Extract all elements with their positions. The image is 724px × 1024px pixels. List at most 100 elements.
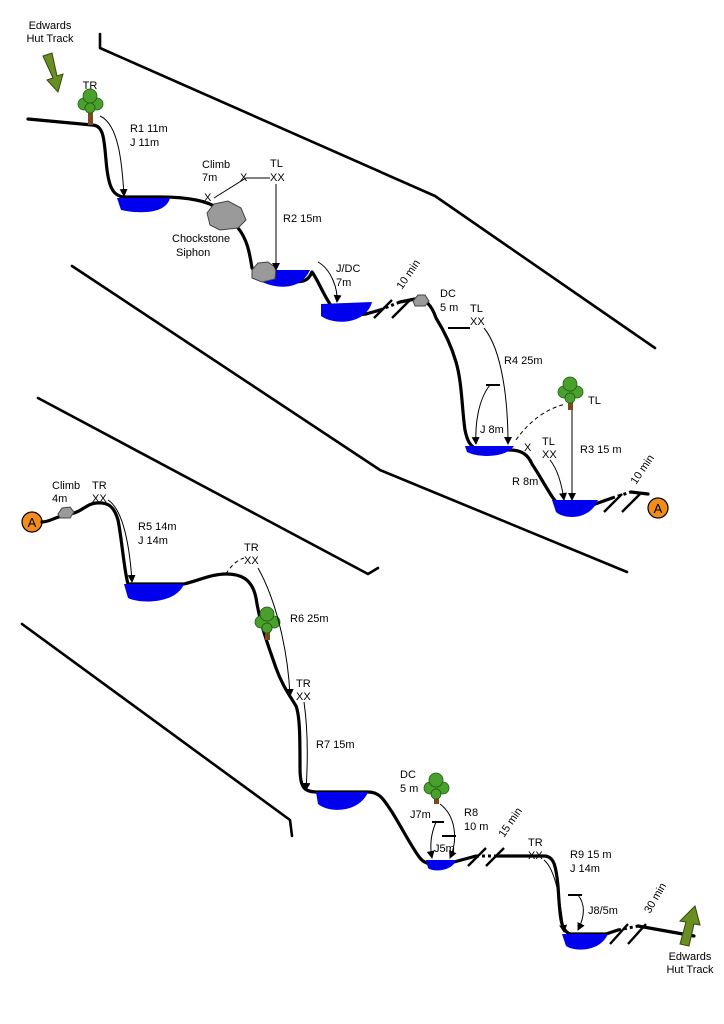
x-anchor-label: X bbox=[204, 192, 212, 204]
rock bbox=[412, 294, 430, 307]
j5-label: J 14m bbox=[138, 535, 168, 547]
rappel-arrow bbox=[483, 327, 512, 445]
start-label-line1: Edwards bbox=[29, 20, 72, 32]
pool bbox=[316, 792, 368, 810]
tl-label: TL bbox=[542, 436, 555, 448]
rappel-arrow bbox=[302, 701, 311, 791]
tl-label: TL bbox=[270, 158, 283, 170]
r2-label: R2 15m bbox=[283, 213, 322, 225]
r7-label: R7 15m bbox=[316, 739, 355, 751]
pool bbox=[321, 302, 372, 322]
finish-arrow-icon bbox=[678, 905, 701, 947]
pool bbox=[117, 198, 170, 213]
j9-label: J 14m bbox=[570, 863, 600, 875]
r5-label: R5 14m bbox=[138, 521, 177, 533]
pool bbox=[552, 500, 598, 517]
r9-label: R9 15 m bbox=[570, 849, 612, 861]
pool bbox=[465, 446, 514, 456]
tl-anchor-label: XX bbox=[270, 172, 285, 184]
climb-label: Climb bbox=[52, 480, 80, 492]
climb-height-label: 4m bbox=[52, 493, 67, 505]
tree-icon bbox=[77, 88, 104, 125]
dc-height-label: 5 m bbox=[400, 783, 418, 795]
walk-time-label: 10 min bbox=[395, 258, 423, 292]
canyon-wall bbox=[70, 264, 629, 574]
break-mark bbox=[621, 493, 641, 513]
break-mark bbox=[627, 923, 647, 945]
chockstone-label: Chockstone bbox=[172, 233, 230, 245]
walk-time-label: 15 min bbox=[497, 806, 525, 840]
siphon-label: Siphon bbox=[176, 247, 210, 259]
tr-label: TR bbox=[244, 542, 259, 554]
break-mark bbox=[391, 299, 411, 319]
rappel-arrow bbox=[543, 859, 568, 933]
walk-time-label: 30 min bbox=[642, 881, 669, 916]
tr-anchor-label: XX bbox=[296, 691, 311, 703]
walk-dots bbox=[617, 924, 639, 932]
r8-height-label: 10 m bbox=[464, 821, 488, 833]
climb-label: Climb bbox=[202, 159, 230, 171]
tr-label: TR bbox=[528, 837, 543, 849]
handline bbox=[213, 177, 270, 199]
r4-label: R4 25m bbox=[504, 355, 543, 367]
rappel-arrow bbox=[99, 115, 128, 197]
tl-anchor-label: XX bbox=[470, 316, 485, 328]
rappel-arrow bbox=[549, 459, 567, 501]
pool bbox=[426, 860, 456, 871]
j8-label: J 8m bbox=[480, 424, 504, 436]
rappel-arrow bbox=[257, 567, 294, 697]
j1-label: J 11m bbox=[130, 137, 159, 149]
finish-label-line1: Edwards bbox=[669, 951, 712, 963]
traverse-line bbox=[225, 557, 245, 575]
r1-label: R1 11m bbox=[130, 123, 168, 135]
tr-anchor-label: XX bbox=[92, 493, 107, 505]
marker-a-start: A bbox=[21, 511, 43, 533]
canyon-wall bbox=[20, 622, 294, 838]
tr-label: TR bbox=[92, 480, 107, 492]
dc-height-label: 5 m bbox=[440, 302, 458, 314]
marker-label: A bbox=[28, 515, 37, 530]
x-anchor-label: X bbox=[240, 172, 248, 184]
rappel-arrow bbox=[439, 803, 457, 859]
tr-anchor-label: XX bbox=[244, 555, 259, 567]
traverse-line bbox=[515, 403, 567, 441]
x-anchor-label: X bbox=[524, 442, 532, 454]
tl-label: TL bbox=[470, 303, 483, 315]
r6-label: R6 25m bbox=[290, 613, 329, 625]
canyon-wall bbox=[98, 32, 657, 350]
marker-label: A bbox=[654, 501, 663, 516]
r8-label: R 8m bbox=[512, 476, 538, 488]
j85-label: J8/5m bbox=[588, 905, 618, 917]
tree-icon bbox=[423, 772, 450, 804]
r3-label: R3 15 m bbox=[580, 444, 622, 456]
dc-label: DC bbox=[400, 769, 416, 781]
jdc-label: J/DC bbox=[336, 263, 361, 275]
start-arrow-icon bbox=[42, 52, 64, 94]
jump-arrow bbox=[471, 384, 491, 445]
climb-height-label: 7m bbox=[202, 172, 217, 184]
r8-label: R8 bbox=[464, 807, 478, 819]
start-track-label: Edwards Hut Track bbox=[26, 20, 74, 45]
break-mark bbox=[609, 923, 629, 945]
finish-label-line2: Hut Track bbox=[666, 964, 714, 976]
jump-arrow bbox=[577, 894, 585, 931]
tl-anchor-label: XX bbox=[542, 449, 557, 461]
tree-icon bbox=[254, 606, 281, 640]
rock bbox=[57, 506, 75, 519]
jdc-height-label: 7m bbox=[336, 277, 351, 289]
start-label-line2: Hut Track bbox=[26, 33, 74, 45]
tree-icon bbox=[557, 376, 584, 410]
rappel-arrow bbox=[107, 499, 136, 583]
marker-a-end: A bbox=[647, 497, 669, 519]
pool bbox=[562, 934, 608, 950]
j7-label: J7m bbox=[410, 809, 431, 821]
tr-label: TR bbox=[83, 80, 98, 92]
pool bbox=[124, 584, 184, 602]
tr-anchor-label: XX bbox=[528, 850, 543, 862]
jump-arrow bbox=[426, 821, 437, 859]
break-mark bbox=[373, 299, 393, 319]
rock bbox=[251, 261, 277, 283]
dc-label: DC bbox=[440, 288, 456, 300]
tr-label: TR bbox=[296, 678, 311, 690]
